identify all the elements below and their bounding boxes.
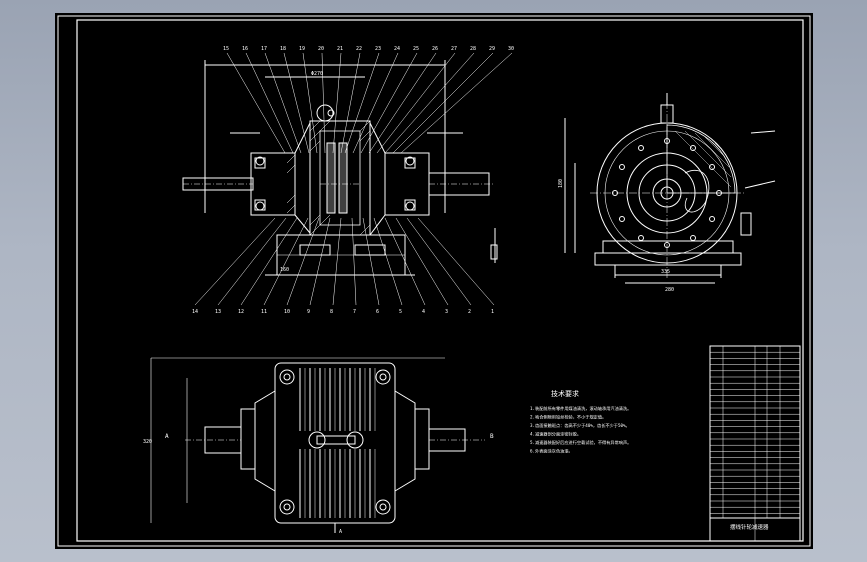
balloon-label: 8 <box>330 309 333 315</box>
balloon-label: 3 <box>445 309 448 315</box>
title-block-caption: 摆线针轮减速器 <box>730 523 769 531</box>
balloon-label: 20 <box>318 46 324 52</box>
balloon-label: 24 <box>394 46 400 52</box>
side-view: 335 280 180 <box>558 93 776 293</box>
balloon-label: 7 <box>353 309 356 315</box>
balloon-label: 14 <box>192 309 198 315</box>
top-view: 320 <box>143 357 494 535</box>
balloon-label: 1 <box>491 309 494 315</box>
balloon-label: 18 <box>280 46 286 52</box>
note-line: 2.啮合侧隙用铅丝检验，不小于规定值。 <box>530 414 606 421</box>
svg-text:180: 180 <box>558 179 564 188</box>
balloon-label: 4 <box>422 309 425 315</box>
note-line: 3.齿面接触斑点：齿高不少于40%，齿长不少于50%。 <box>530 422 630 429</box>
balloon-label: 17 <box>261 46 267 52</box>
svg-text:160: 160 <box>280 267 289 273</box>
balloon-label: 12 <box>238 309 244 315</box>
balloon-label: 30 <box>508 46 514 52</box>
notes-title: 技术要求 <box>551 389 579 398</box>
dim-text: Φ270 <box>311 71 323 77</box>
note-line: 5.减速器装配好后应进行空载试验，不得有异常响声。 <box>530 439 631 446</box>
svg-text:280: 280 <box>665 287 674 293</box>
balloon-label: 9 <box>307 309 310 315</box>
balloon-label: 5 <box>399 309 402 315</box>
balloon-label: 15 <box>223 46 229 52</box>
note-line: 4.减速器剖分面涂密封胶。 <box>530 431 581 438</box>
balloon-label: 27 <box>451 46 457 52</box>
outer-frame <box>57 15 811 547</box>
balloon-label: 25 <box>413 46 419 52</box>
balloon-label: 11 <box>261 309 267 315</box>
svg-text:320: 320 <box>143 439 152 445</box>
note-line: 1.装配前所有零件用煤油清洗，滚动轴承用汽油清洗。 <box>530 405 631 412</box>
technical-notes: 技术要求 1.装配前所有零件用煤油清洗，滚动轴承用汽油清洗。 2.啮合侧隙用铅丝检… <box>530 389 631 455</box>
front-section-view: Φ270 <box>182 46 514 315</box>
svg-text:A: A <box>165 433 169 440</box>
drawing-canvas[interactable]: Φ270 <box>55 13 813 549</box>
balloon-label: 23 <box>375 46 381 52</box>
balloon-label: 22 <box>356 46 362 52</box>
note-line: 6.外表面涂灰色油漆。 <box>530 448 573 455</box>
balloon-label: 6 <box>376 309 379 315</box>
balloon-label: 26 <box>432 46 438 52</box>
drawing-sheet: Φ270 <box>57 15 811 547</box>
inner-frame <box>76 19 804 542</box>
svg-text:335: 335 <box>661 269 670 275</box>
balloon-label: 10 <box>284 309 290 315</box>
balloon-label: 29 <box>489 46 495 52</box>
svg-text:A: A <box>339 529 342 535</box>
balloon-label: 13 <box>215 309 221 315</box>
balloon-label: 21 <box>337 46 343 52</box>
balloon-label: 2 <box>468 309 471 315</box>
parts-list-table: 摆线针轮减速器 <box>709 345 801 542</box>
svg-text:B: B <box>490 433 494 440</box>
balloon-label: 16 <box>242 46 248 52</box>
balloon-label: 19 <box>299 46 305 52</box>
balloon-label: 28 <box>470 46 476 52</box>
